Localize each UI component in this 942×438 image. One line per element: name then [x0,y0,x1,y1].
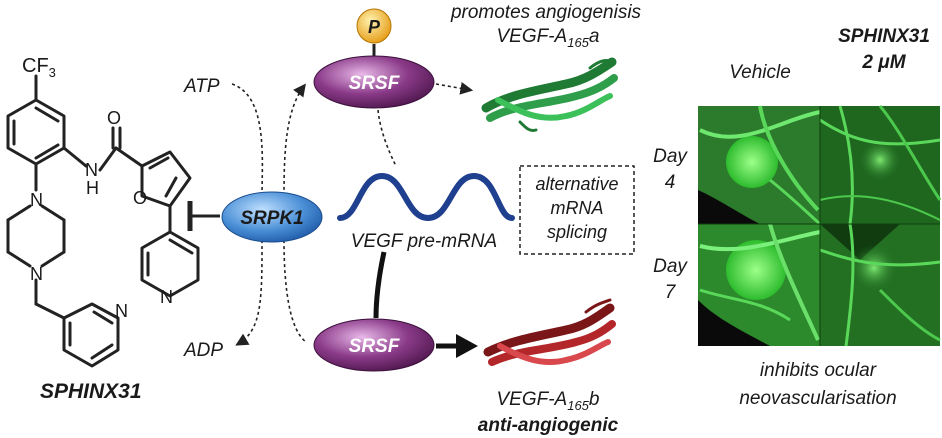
anti-angiogenic-label: anti-angiogenic [478,415,619,436]
vegfa165a-protein [481,57,618,132]
amide-n-label: N [85,160,98,180]
splicing-line-1: alternative [535,174,618,194]
furan-oxygen-label: O [133,188,147,208]
srsf-to-mrna-dashed [377,109,397,167]
srsf-to-vegfa-arrow [435,82,474,95]
srsf-top-label: SRSF [349,73,401,94]
to-srsf-top-arrow [283,83,306,197]
vegfa165b-label: VEGF-A165b [496,389,599,413]
srsf-bottom-node [313,318,435,372]
piperazine-n2-label: N [30,264,43,284]
splicing-box [519,165,635,255]
piperazine-n1-label: N [30,190,43,210]
pre-mrna-label: VEGF pre-mRNA [351,231,497,252]
splicing-line-2: mRNA [551,198,604,218]
srpk1-label: SRPK1 [240,208,303,229]
day4-label-line-2: 4 [665,172,676,193]
retina-image-grid [698,105,942,347]
phosphate-node [356,8,392,44]
pyridine-n-label: N [160,287,173,307]
srsf-to-vegfb-arrow [456,334,478,358]
amide-h-label: H [86,178,99,198]
caption-line-1: inhibits ocular [760,360,877,381]
day4-label-line-1: Day [653,146,688,167]
srsf-top-node [313,55,435,109]
cf3-label: CF3 [22,55,56,80]
splicing-line-3: splicing [547,222,607,242]
atp-arrow [231,83,264,197]
drug-header-line-2: 2 μM [861,52,906,73]
caption-line-2: neovascularisation [739,388,896,409]
day7-label-line-1: Day [653,256,688,277]
vehicle-header: Vehicle [729,62,791,83]
retina-vehicle-day4 [698,105,822,226]
vegfa165a-label: VEGF-A165a [496,26,599,50]
mrna-to-srsf-bold [373,251,387,319]
phosphate-label: P [368,17,381,37]
adp-label: ADP [183,340,223,361]
drug-header-line-1: SPHINX31 [838,26,930,47]
to-srsf-bottom-arrow [283,239,307,343]
mrna-wave [337,172,515,222]
retina-drug-day7 [819,223,941,347]
atp-label: ATP [183,76,220,97]
srsf-bottom-label: SRSF [349,336,401,357]
srpk1-node [221,191,323,243]
adp-arrow [235,239,263,346]
retina-drug-day4 [819,105,942,225]
sphinx31-structure [6,74,200,368]
pyridyl-n-label: N [115,301,128,321]
vegfa165b-protein [483,298,616,366]
promotes-label: promotes angiogenisis [450,2,642,23]
retina-vehicle-day7 [698,223,821,346]
day7-label-line-2: 7 [665,282,677,303]
molecule-name: SPHINX31 [40,380,142,403]
carbonyl-oxygen-label: O [107,108,121,128]
